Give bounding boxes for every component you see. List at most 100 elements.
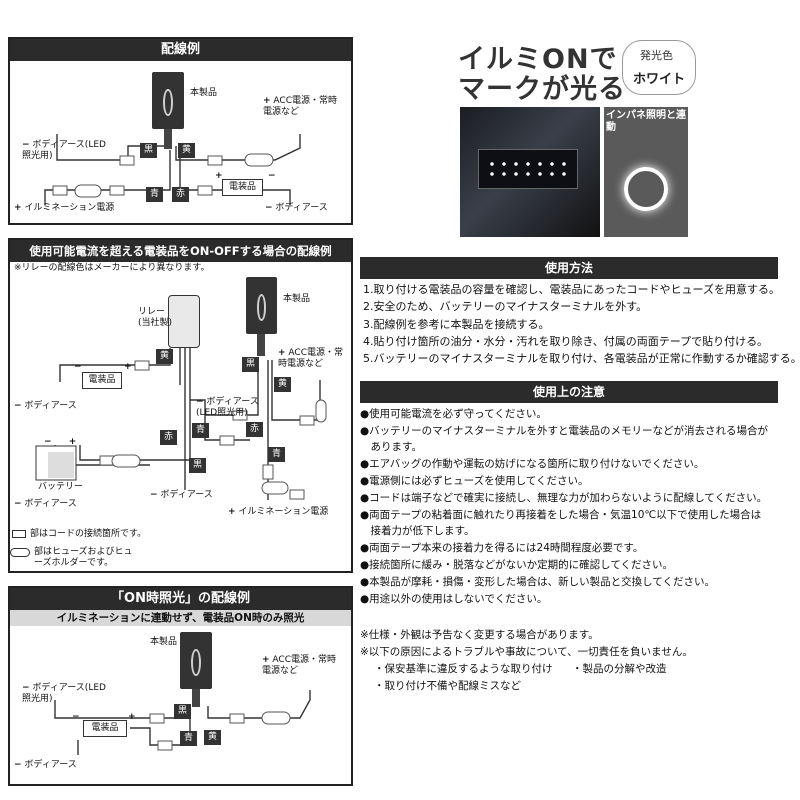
illumination-text: イルミネーション電源 <box>238 507 329 517</box>
wire-yellow-tag: 黄 <box>178 143 195 158</box>
body-earth-led-label: − ボディアース(LED照光用) <box>22 140 108 162</box>
usage-title: 使用方法 <box>360 257 778 279</box>
accessory-plus-mark: + <box>124 362 132 372</box>
hero-headline-2: マークが光る <box>458 74 626 105</box>
caution-item: 接着力が低下します。 <box>360 525 475 537</box>
caution-item: ●接続箇所に緩み・脱落などがないか定期的に確認してください。 <box>360 559 674 571</box>
product-wire-bundle <box>257 334 265 356</box>
liability-footnote: ※以下の原因によるトラブルや事故について、一切責任を負いません。 <box>360 646 693 658</box>
usage-step-1: 1.取り付ける電装品の容量を確認し、電装品にあったコードやヒューズを用意する。 <box>363 283 780 296</box>
plus-mark: + <box>262 655 270 665</box>
relay-red-tag: 赤 <box>160 430 177 445</box>
minus-mark: − <box>196 397 204 407</box>
battery-earth-label: − ボディアース <box>14 499 77 510</box>
body-earth-text: ボディアース <box>24 401 77 411</box>
body-earth-text: ボディアース <box>160 490 213 500</box>
minus-mark: − <box>14 499 22 509</box>
product-black-tag: 黒 <box>242 357 259 372</box>
product-switch-image <box>246 277 277 334</box>
product-yellow-tag: 黄 <box>274 377 291 392</box>
accessory-plus-mark: + <box>215 171 223 181</box>
body-earth-text: ボディアース <box>24 499 77 509</box>
inset-photo: インパネ照明と連動 <box>604 107 688 237</box>
caution-item: あります。 <box>360 441 422 453</box>
legend-fuse-text: 部はヒューズおよびヒューズホルダーです。 <box>34 547 133 568</box>
liability-cause: ・保安基準に違反するような取り付け <box>374 663 553 675</box>
body-earth-led-text: ボディアース(LED照光用) <box>22 140 106 161</box>
plus-mark: + <box>68 437 77 447</box>
caution-item: ●バッテリーのマイナスターミナルを外すと電装品のメモリーなどが消去される場合が <box>360 425 768 437</box>
liability-cause: ・取り付け不備や配線ミスなど <box>374 680 521 692</box>
on-example-subtitle: イルミネーションに連動せず、電装品ON時のみ照光 <box>10 610 351 626</box>
body-earth-text: ボディアース <box>275 203 328 213</box>
minus-mark: − <box>14 401 22 411</box>
body-earth-led-text: ボディアース(LED照光用) <box>22 683 106 704</box>
caution-item: ●コードは端子などで確実に接続し、無理な力が加わらないように配線してください。 <box>360 492 768 504</box>
product-blue-tag-2: 青 <box>268 447 285 462</box>
acc-power-label: + ACC電源・常時電源など <box>263 96 343 118</box>
accessory-box: 電装品 <box>83 720 127 737</box>
wire-blue-tag: 青 <box>180 731 197 746</box>
cautions-title: 使用上の注意 <box>360 381 778 403</box>
accessory-plus-mark: + <box>128 712 136 722</box>
minus-mark: − <box>22 683 30 693</box>
usage-step-3: 3.配線例を参考に本製品を接続する。 <box>363 318 550 331</box>
liability-cause: ・製品の分解や改造 <box>572 663 667 675</box>
product-label: 本製品 <box>190 88 218 98</box>
caution-item: ●エアバッグの作動や運転の妨げになる箇所に取り付けないでください。 <box>360 458 705 470</box>
accessory-minus-mark: − <box>268 171 276 181</box>
emission-color-value: ホワイト <box>633 72 686 87</box>
product-label: 本製品 <box>150 637 178 647</box>
body-earth-led-label: − ボディアース(LED照光用) <box>22 683 108 705</box>
usage-step-2: 2.安全のため、バッテリーのマイナスターミナルを外す。 <box>363 300 648 313</box>
plus-mark: + <box>14 203 22 213</box>
legend-connection-text: 部はコードの接続箇所です。 <box>30 529 147 539</box>
relay-earth-label: − ボディアース <box>150 490 213 501</box>
relay-note: ※リレーの配線色はメーカーにより異なります。 <box>14 263 210 273</box>
accessory-box: 電装品 <box>222 179 263 196</box>
inset-label: インパネ照明と連動 <box>606 110 686 133</box>
minus-mark: − <box>265 203 273 213</box>
caution-item: ●用途以外の使用はしないでください。 <box>360 593 548 605</box>
body-earth-led-text: ボディアース(LED照光用) <box>196 397 259 418</box>
accessory-minus-mark: − <box>74 362 82 372</box>
relay-example-panel: 使用可能電流を超える電装品をON-OFFする場合の配線例 <box>8 238 353 573</box>
body-earth-label: − ボディアース <box>14 401 77 412</box>
caution-item: ●本製品が摩耗・損傷・変形した場合は、新しい製品と交換してください。 <box>360 576 716 588</box>
minus-mark: − <box>14 760 22 770</box>
wire-black-tag: 黒 <box>174 704 191 719</box>
minus-mark: − <box>22 140 30 150</box>
spec-footnote: ※仕様・外観は予告なく変更する場合があります。 <box>360 629 599 641</box>
illumination-label: + イルミネーション電源 <box>228 507 328 518</box>
product-wire-bundle <box>192 689 200 707</box>
acc-text: ACC電源・常時電源など <box>278 348 343 369</box>
usage-step-4: 4.貼り付け箇所の油分・水分・汚れを取り除き、付属の両面テープで貼り付ける。 <box>363 335 769 348</box>
wire-red-tag: 赤 <box>172 187 189 202</box>
plus-mark: + <box>228 507 236 517</box>
product-blue-tag: 青 <box>192 423 209 438</box>
product-label: 本製品 <box>283 294 311 304</box>
wiring-example-title: 配線例 <box>10 39 351 61</box>
emission-color-label: 発光色 <box>640 49 673 62</box>
acc-text: ACC電源・常時電源など <box>262 655 336 676</box>
caution-item: ●電源側には必ずヒューズを使用してください。 <box>360 475 589 487</box>
battery-label: バッテリー <box>38 482 84 492</box>
dashboard-photo <box>460 107 600 237</box>
relay-black-tag: 黒 <box>189 458 206 473</box>
plus-mark: + <box>263 96 271 106</box>
legend-connection-swatch <box>12 530 26 538</box>
hero-headline-1: イルミONで <box>458 44 618 75</box>
acc-power-label: + ACC電源・常時電源など <box>278 348 348 370</box>
caution-item: ●両面テープの粘着面に触れたり再接着をした場合・気温10℃以下で使用した場合は <box>360 509 762 521</box>
caution-item: ●使用可能電流を必ず守ってください。 <box>360 408 547 420</box>
lit-power-ring <box>624 167 668 211</box>
battery-plus-minus: − + <box>44 437 76 448</box>
product-wire-bundle <box>164 129 172 149</box>
acc-text: ACC電源・常時電源など <box>263 96 337 117</box>
illumination-label: + イルミネーション電源 <box>14 203 114 214</box>
caution-item: ●両面テープ本来の接着力を得るには24時間程度必要です。 <box>360 542 644 554</box>
illumination-text: イルミネーション電源 <box>24 203 115 213</box>
legend-fuse-swatch <box>10 548 30 557</box>
relay-image <box>168 295 200 348</box>
body-earth-label: − ボディアース <box>265 203 328 214</box>
